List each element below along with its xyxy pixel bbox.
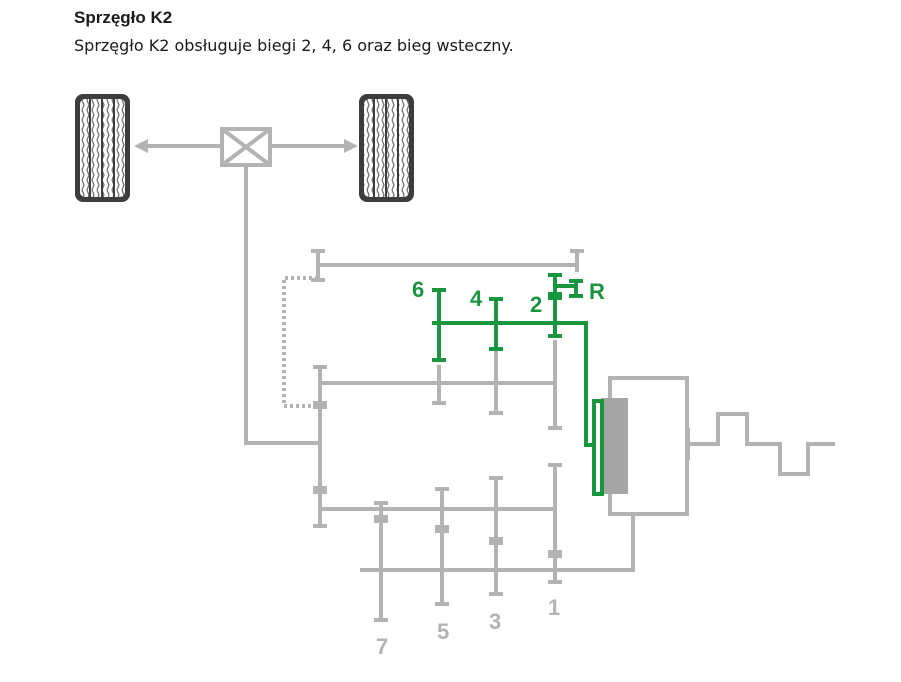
inactive-hubs	[313, 401, 562, 558]
drive-axle	[134, 139, 358, 153]
gear-label-2: 2	[530, 292, 542, 317]
gear-label-3: 3	[489, 609, 501, 634]
page-title: Sprzęgło K2	[74, 8, 173, 27]
inactive-shafts	[244, 165, 835, 622]
page-subtitle: Sprzęgło K2 obsługuje biegi 2, 4, 6 oraz…	[74, 36, 514, 55]
tyre-icon	[359, 94, 414, 202]
gear-label-1: 1	[548, 595, 560, 620]
gear-label-7: 7	[376, 634, 388, 659]
gear-label-6: 6	[412, 277, 424, 302]
active-path-k2	[432, 273, 604, 496]
differential-icon	[220, 127, 272, 167]
gear-label-r: R	[589, 279, 605, 304]
clutch-k1	[601, 398, 628, 494]
tyre-icon	[75, 94, 130, 202]
active-hubs	[548, 292, 562, 300]
gear-label-4: 4	[470, 286, 483, 311]
gear-label-5: 5	[437, 619, 449, 644]
